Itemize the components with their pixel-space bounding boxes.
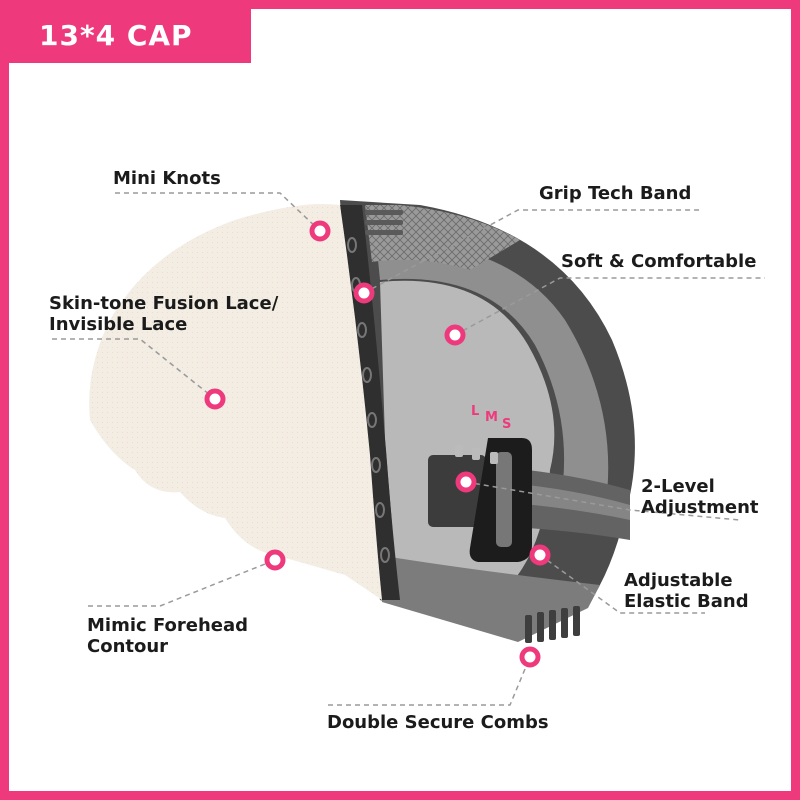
leader-lines bbox=[52, 192, 765, 706]
buckle-slot bbox=[496, 452, 512, 547]
cap-bottom-band bbox=[378, 555, 600, 642]
secure-combs-marker bbox=[519, 646, 541, 668]
label-adjustable-elastic-band: Adjustable Elastic Band bbox=[624, 570, 749, 612]
label-mimic-forehead-contour: Mimic Forehead Contour bbox=[87, 615, 248, 657]
soft-comfortable-marker bbox=[444, 324, 466, 346]
label-line: Adjustment bbox=[641, 497, 759, 518]
grip-tech-band-marker bbox=[353, 282, 375, 304]
comb-teeth bbox=[525, 606, 580, 643]
label-line: Skin-tone Fusion Lace/ bbox=[49, 293, 279, 314]
elastic-band-marker bbox=[529, 544, 551, 566]
mini-knots-marker bbox=[309, 220, 331, 242]
cap-title-badge: 13*4 CAP bbox=[9, 9, 251, 63]
label-line: 2-Level bbox=[641, 476, 715, 497]
label-line: Elastic Band bbox=[624, 591, 749, 612]
cap-mesh-panel bbox=[365, 205, 520, 270]
two-level-adjustment-marker bbox=[455, 471, 477, 493]
label-soft-comfortable: Soft & Comfortable bbox=[561, 251, 756, 272]
size-mark-l: L bbox=[471, 404, 479, 419]
label-grip-tech-band: Grip Tech Band bbox=[539, 183, 691, 204]
label-line: Mini Knots bbox=[113, 168, 221, 189]
size-hooks bbox=[455, 445, 498, 464]
label-double-secure-combs: Double Secure Combs bbox=[327, 712, 549, 733]
marker-dots bbox=[204, 220, 551, 668]
band-tab bbox=[428, 455, 486, 527]
size-mark-s: S bbox=[502, 417, 511, 432]
label-line: Soft & Comfortable bbox=[561, 251, 757, 272]
label-line: Invisible Lace bbox=[49, 314, 188, 335]
label-mini-knots: Mini Knots bbox=[113, 168, 221, 189]
cap-gray-band bbox=[376, 240, 609, 510]
forehead-contour-marker bbox=[264, 549, 286, 571]
label-line: Mimic Forehead bbox=[87, 615, 249, 636]
label-line: Contour bbox=[87, 636, 169, 657]
label-line: Grip Tech Band bbox=[539, 183, 692, 204]
label-skin-tone-lace: Skin-tone Fusion Lace/ Invisible Lace bbox=[49, 293, 278, 335]
grip-tech-band-strip bbox=[340, 205, 400, 600]
label-line: Double Secure Combs bbox=[327, 712, 549, 733]
lace-panel bbox=[89, 204, 382, 600]
label-two-level-adjustment: 2-Level Adjustment bbox=[641, 476, 759, 518]
top-comb bbox=[365, 210, 403, 235]
label-line: Adjustable bbox=[624, 570, 733, 591]
size-mark-m: M bbox=[485, 410, 498, 425]
skin-tone-lace-marker bbox=[204, 388, 226, 410]
size-marks: L M S bbox=[471, 404, 511, 432]
